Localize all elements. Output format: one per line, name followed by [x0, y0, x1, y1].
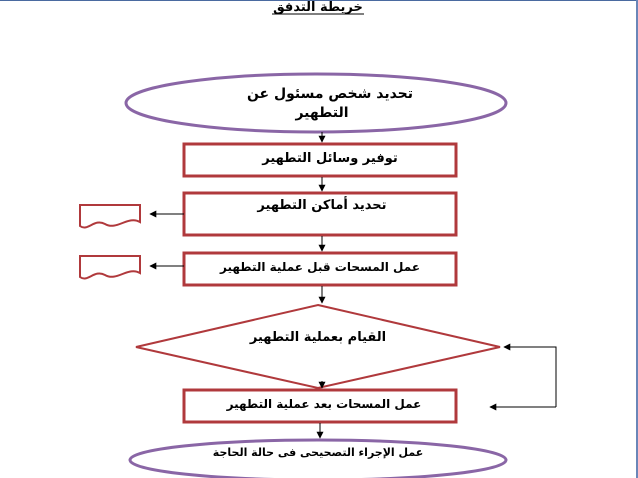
start-ellipse: [124, 72, 508, 134]
start-text-line2: التطهير: [294, 105, 348, 121]
swabs-after-text: عمل المسحات بعد عملية التطهير: [226, 397, 422, 411]
right-border: [636, 0, 638, 478]
perform-cleaning-diamond: [135, 303, 501, 390]
start-text-line1: تحديد شخص مسئول عن: [247, 86, 413, 102]
provide-tools-box: [182, 142, 458, 178]
feedback-loop-line: [503, 343, 557, 407]
provide-tools-text: توفير وسائل التطهير: [261, 151, 398, 166]
end-ellipse: [128, 438, 508, 478]
document-icon-1: [79, 204, 141, 229]
swabs-after-box: [182, 388, 458, 424]
diagram-title: خريطة التدفق: [273, 0, 363, 15]
end-text: عمل الإجراء التصحيحى فى حالة الحاجة: [213, 446, 423, 459]
define-places-text: تحديد أماكن التطهير: [256, 196, 386, 213]
swabs-before-box: [182, 251, 458, 287]
top-border: [0, 0, 638, 1]
perform-cleaning-text: القيام بعملية التطهير: [249, 330, 386, 345]
document-icon-2: [79, 255, 141, 280]
swabs-before-text: عمل المسحات قبل عملية التطهير: [219, 260, 420, 274]
